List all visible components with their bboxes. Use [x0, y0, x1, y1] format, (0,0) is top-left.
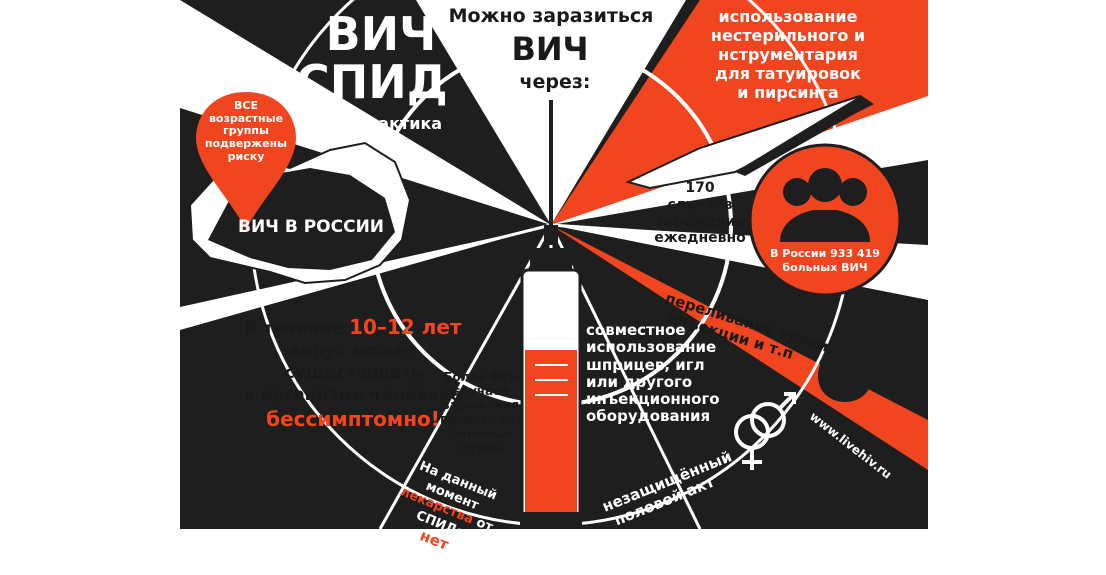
syringes-line: инъекционного — [586, 390, 720, 408]
latency-line1: В течение 10–12 лет — [238, 314, 468, 340]
header-line1: Можно заразиться — [448, 5, 654, 27]
patients-line1: В России 933 419 — [770, 247, 880, 260]
tattoo-line: и пирсинга — [737, 82, 839, 102]
syringes-line: оборудования — [586, 407, 711, 426]
syringes-line: или другого — [586, 372, 693, 391]
latency-years: 10–12 лет — [349, 315, 462, 339]
pin-line: риску — [227, 149, 265, 163]
brand-title-2: СПИД — [296, 55, 448, 109]
header-line2: ВИЧ — [511, 30, 589, 68]
percent-line: заражения — [442, 398, 520, 413]
daily-line: случаев — [667, 196, 733, 213]
percent-line: путём — [460, 440, 502, 455]
brand-subtitle: профилактика — [306, 114, 443, 133]
tattoo-line: использование — [718, 7, 858, 26]
percent-line: половым — [450, 426, 512, 441]
percent-text: Более 40% случаев заражения происходит п… — [440, 370, 522, 455]
latency-line2: вирус может существовать — [284, 341, 422, 384]
daily-line: заражения — [655, 213, 745, 230]
latency-asymptomatic: бессимптомно! — [266, 407, 440, 432]
tattoo-text: использование нестерильного и нструмента… — [698, 7, 878, 102]
percent-line: Более 40% — [443, 370, 519, 384]
pin-text: ВСЕ возрастные группы подвержены риску — [200, 99, 292, 163]
syringe-icon — [520, 100, 582, 529]
percent-line: происходит — [440, 412, 522, 427]
percent-line: случаев — [453, 384, 509, 399]
map-pin-icon — [196, 92, 296, 230]
daily-text: 170 случаев заражения ежедневно — [652, 180, 748, 247]
blood-drop-icon — [818, 328, 872, 402]
syringes-line: шприцев, игл — [586, 355, 705, 374]
tattoo-line: для татуировок — [715, 63, 861, 83]
latency-prefix: В течение — [244, 319, 350, 339]
pin-line: группы — [223, 124, 269, 138]
tattoo-line: нструментария — [718, 44, 858, 64]
hiv-poster: ВИЧ СПИД профилактика ВСЕ возрастные гру… — [180, 0, 928, 554]
patients-line2: больных ВИЧ — [782, 261, 868, 274]
pin-line: возрастные — [208, 111, 284, 125]
russia-label: ВИЧ В РОССИИ — [238, 217, 385, 237]
header-line3: через: — [519, 71, 591, 93]
daily-line: 170 — [685, 180, 715, 196]
gender-symbols-icon — [734, 392, 796, 470]
daily-line: ежедневно — [654, 230, 746, 247]
sector-tattoo-red — [551, 0, 928, 225]
syringes-text: совместное использование шприцев, игл ил… — [586, 321, 726, 426]
syringes-line: использование — [586, 338, 717, 357]
latency-text: В течение 10–12 лет вирус может существо… — [238, 314, 468, 432]
sector-top-left-black — [180, 0, 551, 225]
sector-red-stripe — [551, 225, 928, 470]
brand-title-1: ВИЧ — [325, 7, 437, 61]
syringes-line: совместное — [586, 321, 686, 339]
latency-line3: в организме человека — [243, 385, 463, 406]
pin-line: ВСЕ — [234, 99, 258, 112]
tattoo-line: нестерильного и — [710, 25, 866, 45]
scalpel-icon — [625, 94, 874, 190]
poster-background — [180, 0, 928, 529]
pin-line: подвержены — [204, 136, 288, 150]
people-group-icon — [748, 143, 902, 297]
